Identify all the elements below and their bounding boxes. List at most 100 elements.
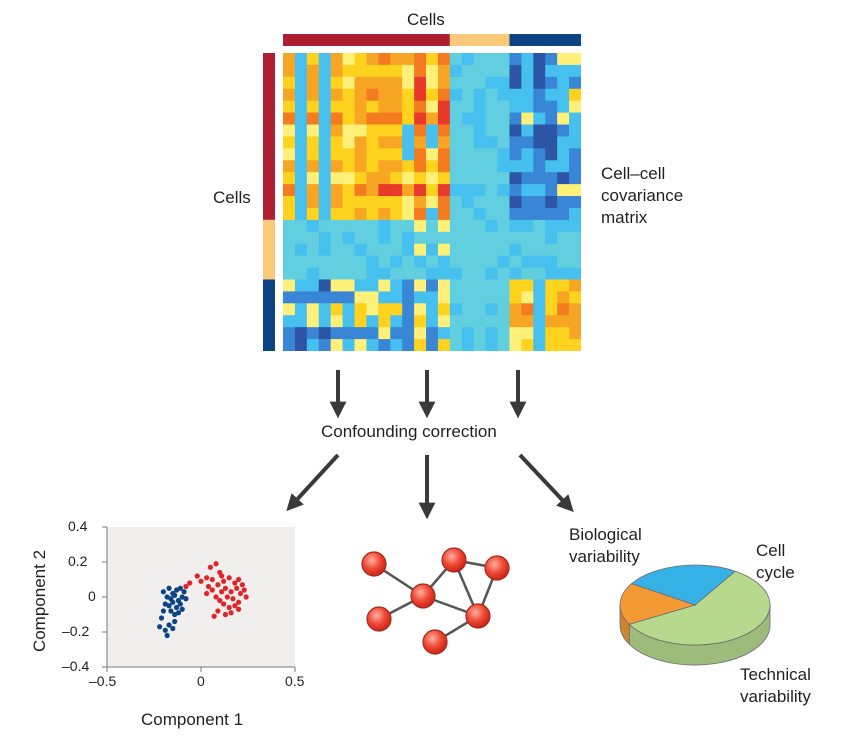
heatmap-cell xyxy=(306,255,320,268)
heatmap-cell xyxy=(318,100,332,113)
scatter-ylabel: Component 2 xyxy=(30,549,49,653)
heatmap-cell xyxy=(461,53,475,66)
heatmap-cell xyxy=(569,279,581,292)
heatmap-cell xyxy=(521,172,534,185)
scatter-ytick-4: –0.4 xyxy=(62,658,90,674)
scatter-point xyxy=(211,613,217,619)
heatmap-cell xyxy=(545,267,558,280)
heatmap-cell xyxy=(306,112,320,125)
scatter-point xyxy=(177,585,183,591)
heatmap-cell xyxy=(342,112,355,125)
heatmap-cell xyxy=(426,124,439,137)
heatmap-cell xyxy=(283,291,296,304)
heatmap-cell xyxy=(449,88,463,102)
heatmap-cell xyxy=(545,88,558,102)
pie-label-technical: Technical variability xyxy=(740,664,811,708)
heatmap-cell xyxy=(366,53,379,66)
heatmap-cell xyxy=(390,207,403,221)
heatmap-cell xyxy=(497,112,510,125)
heatmap-cell xyxy=(306,76,320,90)
heatmap-cell xyxy=(449,339,463,351)
heatmap-cell xyxy=(545,327,558,340)
heatmap-cell xyxy=(378,76,391,90)
heatmap-cell xyxy=(473,76,487,90)
heatmap-cell xyxy=(485,327,498,340)
heatmap-cell xyxy=(390,148,403,161)
heatmap-cell xyxy=(378,160,391,173)
heatmap-cell xyxy=(378,136,391,149)
heatmap-cell xyxy=(461,148,475,161)
heatmap-cell xyxy=(378,315,391,328)
heatmap-cell xyxy=(497,267,510,280)
heatmap-cell xyxy=(497,207,510,221)
heatmap-cell xyxy=(521,327,534,340)
scatter-point xyxy=(175,610,182,616)
heatmap-cell xyxy=(318,219,332,233)
heatmap-cell xyxy=(521,196,534,209)
scatter-point xyxy=(226,604,232,611)
heatmap-cell xyxy=(402,267,415,280)
heatmap-cell xyxy=(509,172,522,185)
heatmap-cell xyxy=(283,124,296,137)
scatter-point xyxy=(168,608,174,614)
scatter-point xyxy=(213,561,219,567)
heatmap-cell xyxy=(497,303,510,316)
heatmap-cell xyxy=(557,112,570,125)
group-bar-segment xyxy=(263,53,275,220)
heatmap-cell xyxy=(330,207,343,221)
heatmap-cell xyxy=(306,219,320,233)
heatmap-cell xyxy=(461,184,475,197)
heatmap-cell xyxy=(485,53,498,66)
heatmap-cell xyxy=(473,112,487,125)
heatmap-cell xyxy=(437,184,451,197)
heatmap-cell xyxy=(533,219,546,233)
heatmap-cell xyxy=(294,148,308,161)
heatmap-cell xyxy=(533,207,546,221)
heatmap-cell xyxy=(485,291,498,304)
heatmap-cell xyxy=(330,255,343,268)
matrix-side-label: Cells xyxy=(213,188,251,207)
heatmap-cell xyxy=(283,184,296,197)
heatmap-cell xyxy=(330,196,343,209)
matrix-caption-line-3: matrix xyxy=(601,208,648,227)
scatter-point xyxy=(172,618,178,625)
heatmap-cell xyxy=(557,303,570,316)
scatter-point xyxy=(226,575,232,581)
heatmap-cell xyxy=(473,148,487,161)
heatmap-cell xyxy=(378,184,391,197)
heatmap-cell xyxy=(318,160,332,173)
heatmap-cell xyxy=(378,339,391,351)
heatmap-cell xyxy=(294,291,308,304)
heatmap-cell xyxy=(414,255,427,268)
heatmap-cell xyxy=(366,327,379,340)
heatmap-cell xyxy=(485,184,498,197)
heatmap-cell xyxy=(342,184,355,197)
heatmap-cell xyxy=(449,184,463,197)
heatmap-cell xyxy=(521,53,534,66)
heatmap-cell xyxy=(426,112,439,125)
heatmap-cell xyxy=(426,76,439,90)
heatmap-cell xyxy=(497,172,510,185)
heatmap-cell xyxy=(342,88,355,102)
heatmap-cell xyxy=(354,219,367,233)
heatmap-cell xyxy=(318,339,332,351)
pie-label-technical-line-1: Technical xyxy=(740,665,811,684)
heatmap-cell xyxy=(426,148,439,161)
heatmap-cell xyxy=(283,339,296,351)
heatmap-cell xyxy=(533,53,546,66)
scatter-point xyxy=(217,597,223,604)
heatmap-cell xyxy=(390,291,403,304)
heatmap-cell xyxy=(473,219,487,233)
heatmap-cell xyxy=(342,64,355,78)
heatmap-cell xyxy=(557,160,570,173)
heatmap-cell xyxy=(330,327,343,340)
heatmap-cell xyxy=(497,124,510,137)
heatmap-cell xyxy=(569,100,581,113)
heatmap-cell xyxy=(306,291,320,304)
heatmap-cell xyxy=(485,231,498,245)
heatmap-cell xyxy=(545,315,558,328)
scatter-point xyxy=(160,608,166,614)
heatmap-cell xyxy=(521,339,534,351)
matrix-caption: Cell–cell covariance matrix xyxy=(601,163,683,229)
scatter-point xyxy=(172,592,178,598)
